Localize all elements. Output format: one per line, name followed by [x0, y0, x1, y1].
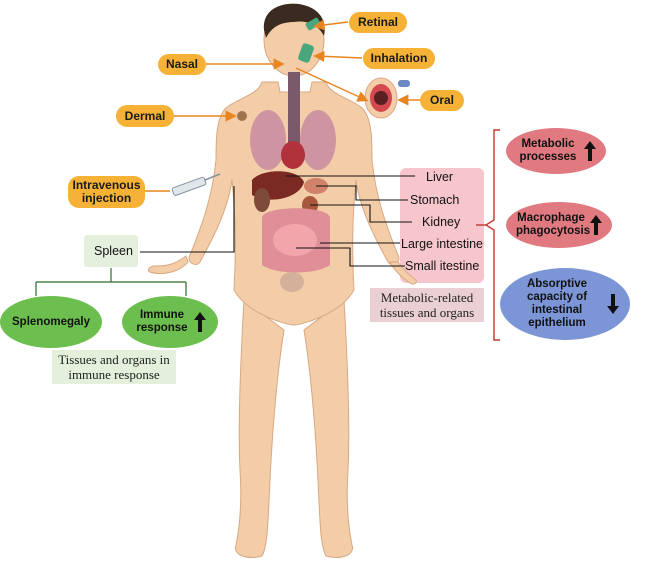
absorptive-label: Absorptive capacity of intestinal epithe…: [526, 278, 588, 329]
effects-bracket: [484, 129, 500, 341]
organ-kidney: Kidney: [422, 215, 461, 229]
organ-spleen: Spleen: [94, 244, 133, 258]
immune-response-label: Immune response: [136, 309, 188, 334]
route-intravenous: Intravenous injection: [68, 176, 145, 208]
kidney-line: [310, 204, 412, 223]
macrophage-ellipse: Macrophage phagocytosis: [506, 202, 612, 248]
decrease-arrow-icon: [607, 294, 619, 314]
route-retinal: Retinal: [349, 12, 407, 33]
organ-large-intestine: Large intestine: [401, 237, 484, 251]
macrophage-label: Macrophage phagocytosis: [516, 212, 591, 237]
metabolic-organs-box: [400, 168, 484, 283]
organ-liver: Liver: [426, 170, 454, 184]
mouth-illustration: [364, 77, 410, 119]
oral-arrow: [295, 67, 369, 102]
hair: [263, 3, 325, 38]
small-intestine-line: [296, 247, 405, 267]
retinal-arrow: [313, 19, 349, 31]
immune-group-label: Tissues and organs in immune response: [52, 350, 176, 384]
splenomegaly-ellipse: Splenomegaly: [0, 296, 102, 348]
metabolic-processes-ellipse: Metabolic processes: [506, 128, 606, 174]
absorptive-ellipse: Absorptive capacity of intestinal epithe…: [500, 268, 630, 340]
route-oral: Oral: [420, 90, 464, 111]
route-inhalation: Inhalation: [363, 48, 435, 69]
spleen-line: [140, 186, 235, 253]
spleen-box: [84, 235, 138, 267]
immune-response-ellipse: Immune response: [122, 296, 218, 348]
metabolic-group-label: Metabolic-related tissues and organs: [370, 288, 484, 322]
splenomegaly-label: Splenomegaly: [12, 315, 90, 328]
increase-arrow-icon: [590, 215, 602, 235]
organ-stomach: Stomach: [410, 193, 460, 207]
increase-arrow-icon: [194, 312, 206, 332]
internal-organs: [250, 72, 336, 292]
route-nasal: Nasal: [158, 54, 206, 75]
metabolic-processes-label: Metabolic processes: [519, 138, 577, 163]
organ-small-intestine: Small itestine: [405, 259, 480, 273]
route-dermal: Dermal: [116, 105, 174, 127]
dermal-patch: [237, 111, 247, 121]
inhalation-arrow: [313, 50, 363, 62]
stomach-line: [316, 185, 408, 201]
syringe-illustration: [171, 173, 221, 196]
increase-arrow-icon: [584, 141, 596, 161]
inhaler-illustration: [298, 43, 314, 63]
